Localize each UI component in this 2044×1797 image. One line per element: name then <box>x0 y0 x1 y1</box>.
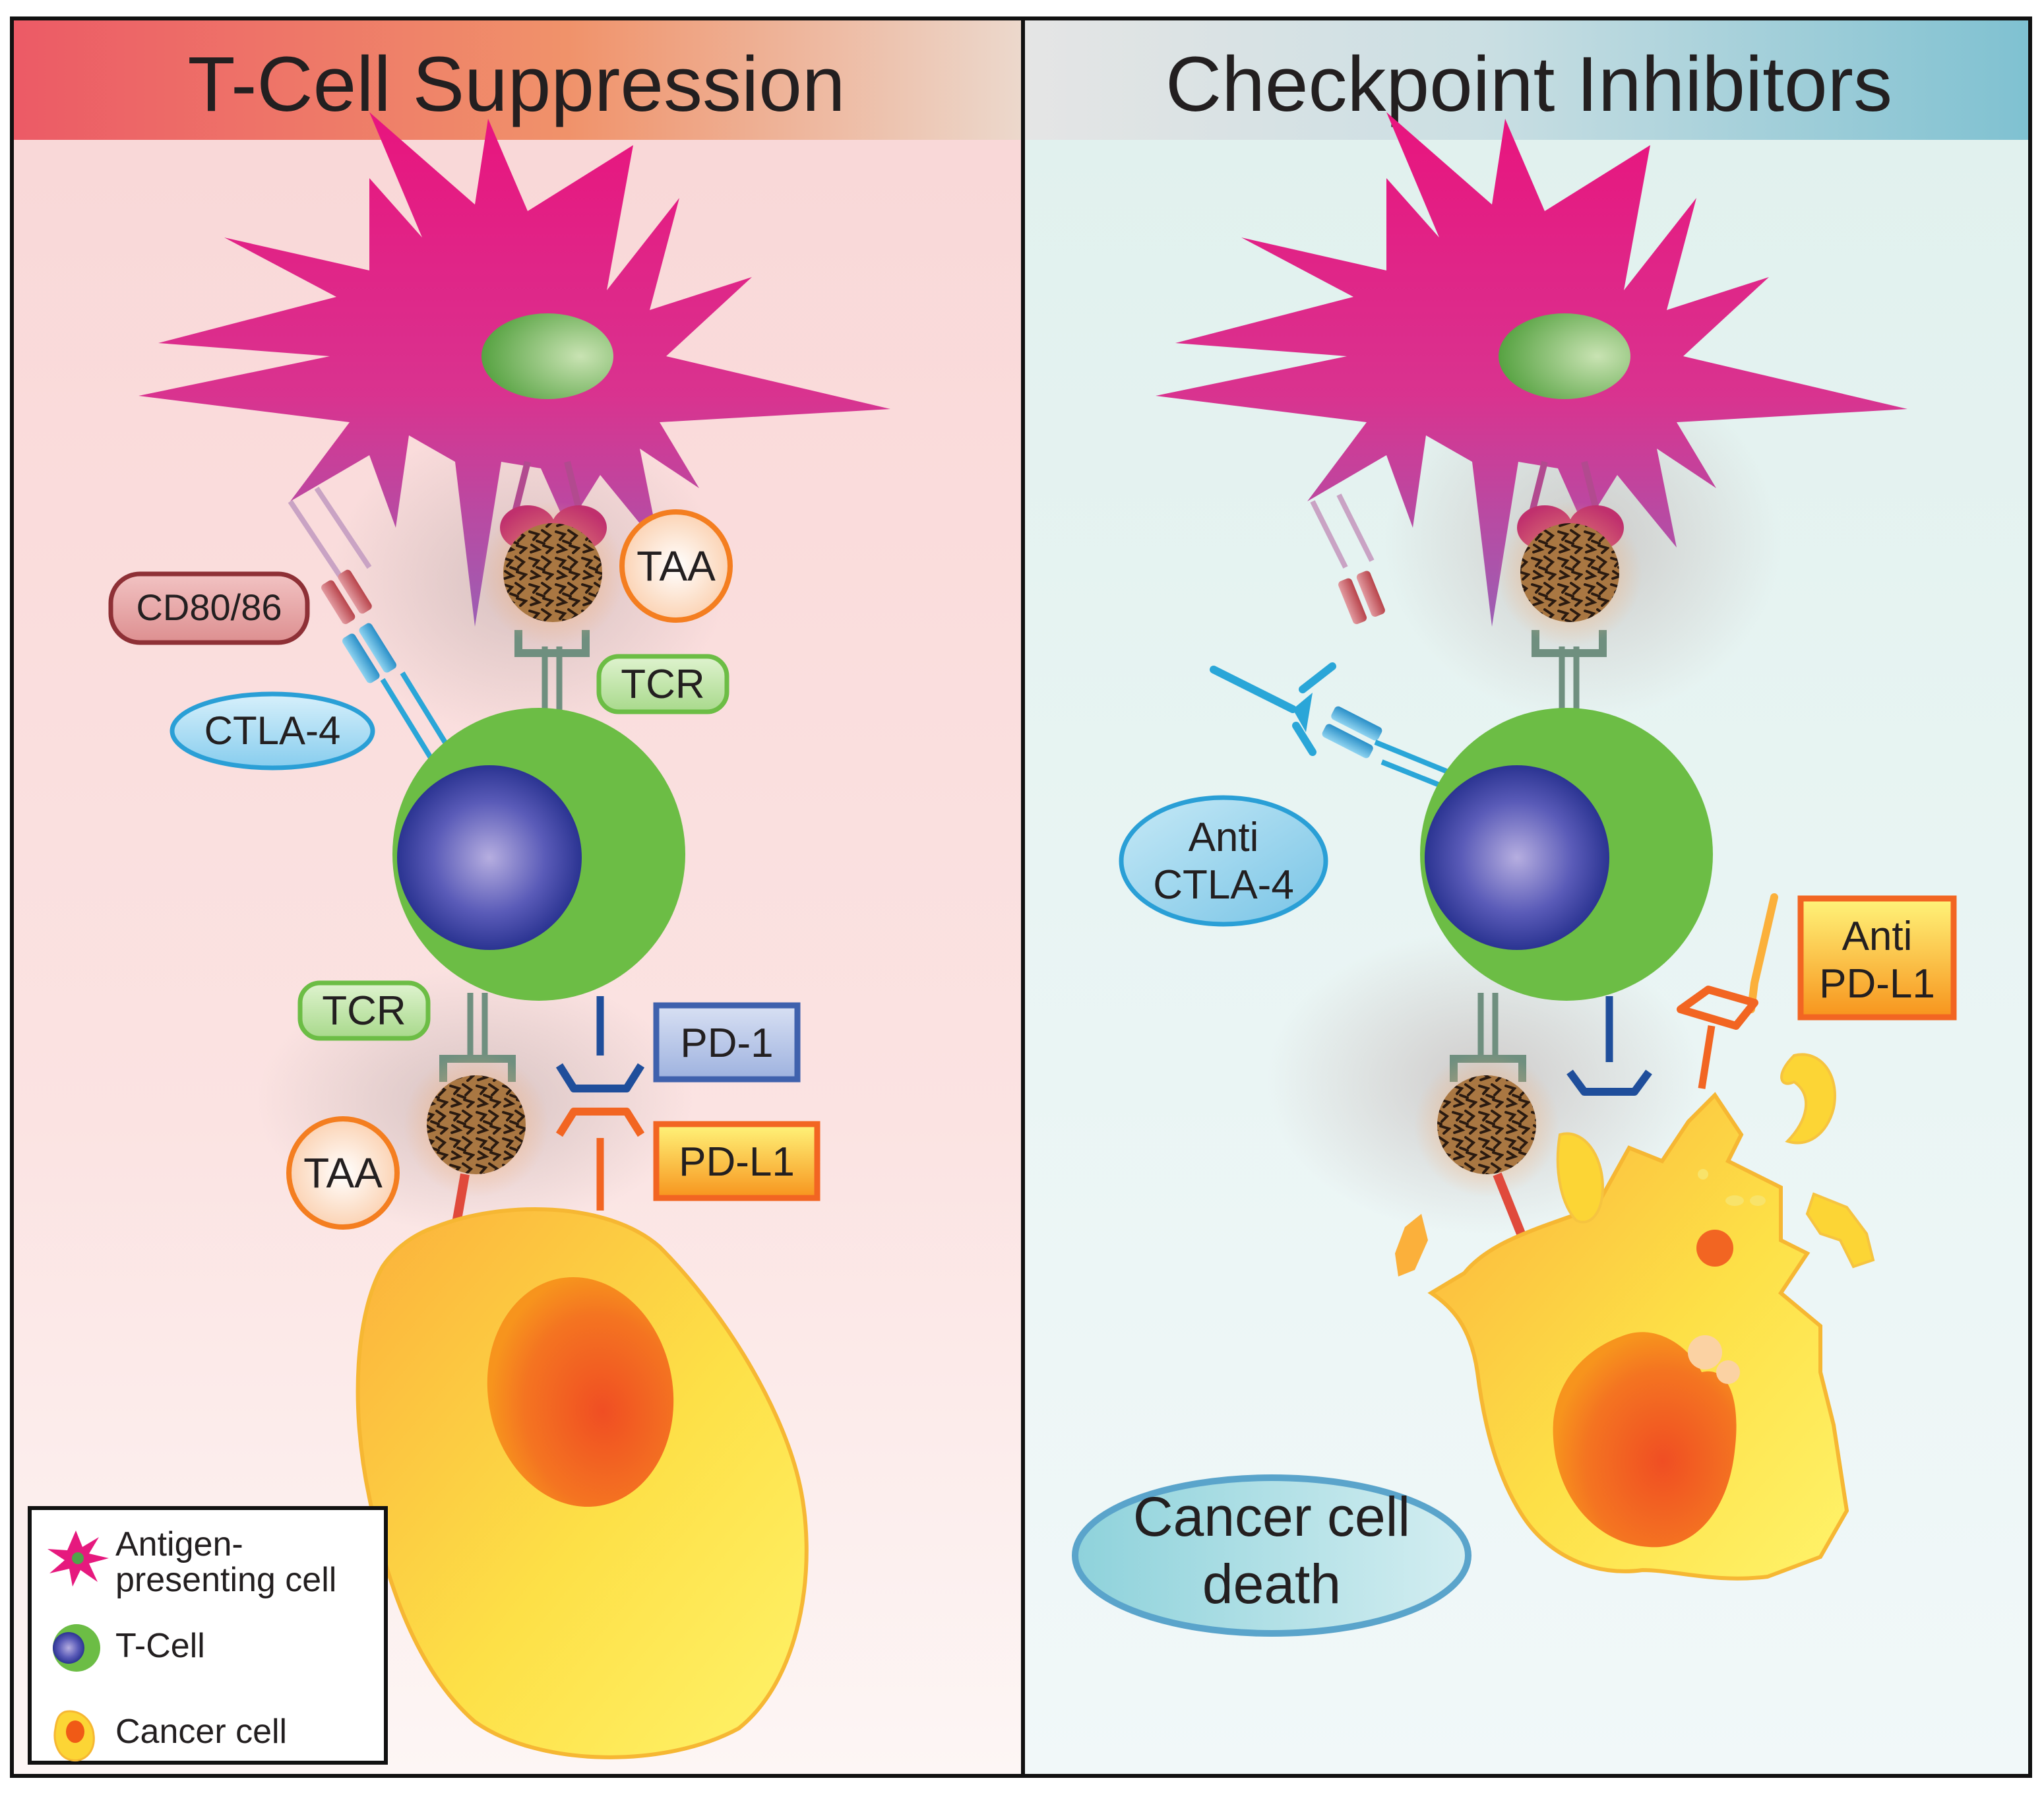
legend-cancer-cell-icon <box>53 1710 95 1762</box>
taa-label-bottom: TAA <box>286 1116 400 1230</box>
svg-text:PD-L1: PD-L1 <box>679 1139 795 1185</box>
anti-pdl1-antibody <box>1677 893 1778 1030</box>
svg-text:TAA: TAA <box>636 542 716 590</box>
legend-apc-icon <box>47 1530 109 1587</box>
svg-text:death: death <box>1202 1553 1341 1615</box>
cancer-cell-death-label: Cancer cell death <box>1072 1474 1471 1637</box>
mhc-antigen-complex-top <box>480 460 625 646</box>
cd80-86-receptor <box>1310 493 1385 625</box>
svg-text:TCR: TCR <box>621 662 704 707</box>
tumor-antigen <box>1437 1075 1536 1174</box>
pd1-label: PD-1 <box>653 1002 801 1083</box>
mhc-antigen-complex-bottom <box>404 1052 549 1255</box>
pd1-receptor <box>555 996 645 1092</box>
cell-fragment <box>1780 1053 1836 1145</box>
fragmenting-nucleus <box>1553 1332 1737 1548</box>
svg-text:PD-L1: PD-L1 <box>1819 961 1935 1007</box>
cancer-cell <box>356 1207 809 1759</box>
left-panel-title: T-Cell Suppression <box>188 41 846 128</box>
svg-text:Anti: Anti <box>1842 914 1913 959</box>
svg-text:PD-1: PD-1 <box>680 1021 773 1066</box>
apc-nucleus <box>481 313 613 399</box>
right-panel-header <box>1025 18 2030 140</box>
legend-t-cell-icon <box>53 1624 100 1672</box>
t-cell <box>392 708 685 1001</box>
anti-ctla4-label: Anti CTLA-4 <box>1119 795 1328 927</box>
tcr-receptor-top <box>514 630 590 719</box>
t-cell-nucleus <box>397 765 582 950</box>
cd80-86-label: CD80/86 <box>108 571 310 645</box>
cell-fragment <box>1805 1192 1875 1269</box>
mhc-antigen-complex-bottom <box>1414 1052 1559 1259</box>
legend-apc-label: Antigen- <box>115 1525 243 1563</box>
svg-text:Anti: Anti <box>1189 815 1259 860</box>
anti-ctla4-antibody <box>1210 662 1336 756</box>
t-cell <box>1420 708 1713 1001</box>
cell-fragment <box>1395 1214 1428 1277</box>
svg-text:TCR: TCR <box>322 988 406 1034</box>
pd1-receptor <box>1566 996 1652 1096</box>
dying-cancer-cell <box>1395 1053 1875 1581</box>
tcr-label-top: TCR <box>596 654 729 714</box>
svg-text:CTLA-4: CTLA-4 <box>1153 862 1294 908</box>
pdl1-label: PD-L1 <box>653 1121 821 1201</box>
svg-text:TAA: TAA <box>303 1149 383 1197</box>
legend-apc-label: presenting cell <box>115 1561 336 1599</box>
pdl1-ligand <box>555 1108 645 1211</box>
pdl1-ligand <box>1698 1025 1716 1089</box>
t-cell-nucleus <box>1425 765 1609 950</box>
svg-text:CD80/86: CD80/86 <box>136 586 282 628</box>
svg-text:CTLA-4: CTLA-4 <box>204 709 341 753</box>
antigen-presenting-cell <box>139 112 890 627</box>
ctla4-label: CTLA-4 <box>170 691 375 771</box>
organelle <box>1696 1230 1733 1267</box>
legend-t-cell-label: T-Cell <box>115 1627 205 1665</box>
legend: Antigen- presenting cell T-Cell Cancer c… <box>28 1506 388 1765</box>
cancer-cell-nucleus <box>487 1277 674 1507</box>
tumor-antigen <box>503 523 602 622</box>
legend-cancer-cell-label: Cancer cell <box>115 1713 287 1751</box>
tcr-receptor-top <box>1532 630 1607 719</box>
mhc-antigen-complex-top <box>1497 460 1642 646</box>
tumor-antigen <box>427 1075 526 1174</box>
right-panel-title: Checkpoint Inhibitors <box>1165 41 1892 128</box>
antigen-presenting-cell <box>1156 112 1907 627</box>
svg-text:Cancer cell: Cancer cell <box>1133 1486 1410 1548</box>
cell-fragment <box>1556 1132 1605 1224</box>
apc-nucleus <box>1499 313 1630 399</box>
tcr-label-bottom: TCR <box>297 980 431 1041</box>
tumor-antigen <box>1520 523 1619 622</box>
anti-pdl1-label: Anti PD-L1 <box>1797 895 1957 1021</box>
cd80-86-receptor <box>288 486 372 625</box>
taa-label-top: TAA <box>619 509 733 623</box>
left-panel-header <box>12 18 1021 140</box>
